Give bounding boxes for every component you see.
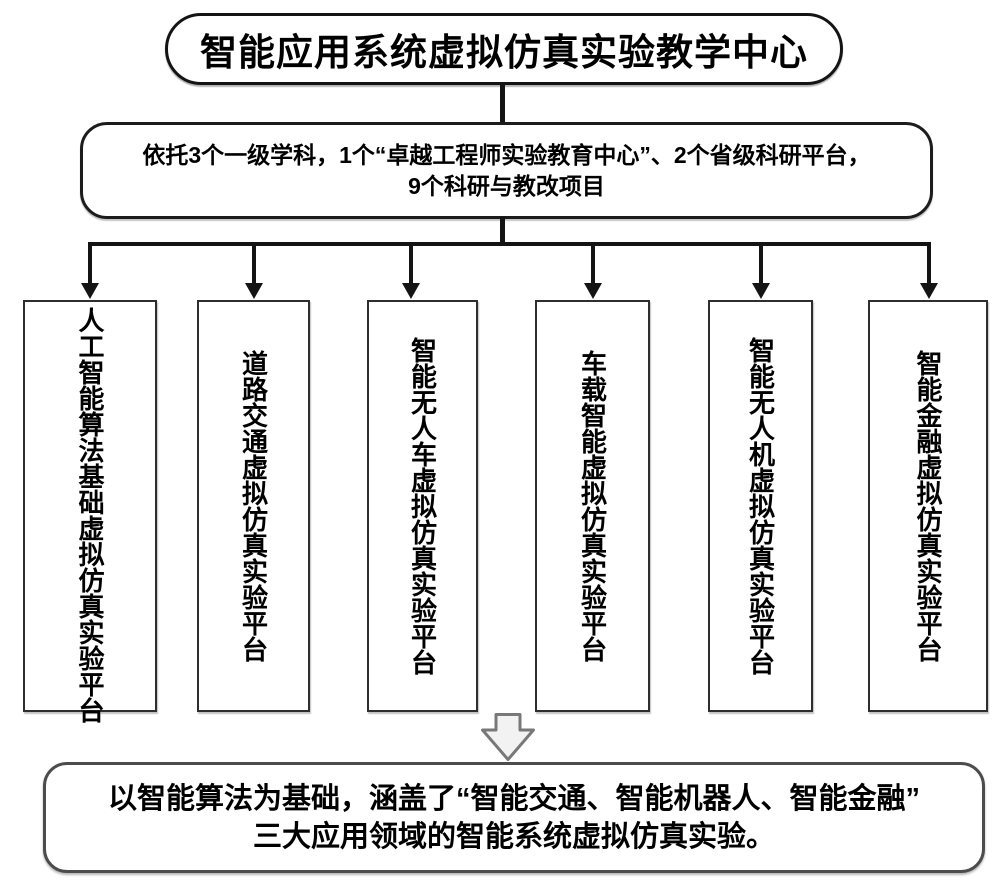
platform-label: 智能无人车虚拟仿真实验平台 — [407, 337, 438, 675]
intro-line2: 9个科研与教改项目 — [408, 172, 605, 199]
arrowhead-down-icon — [402, 283, 420, 299]
arrowhead-down-icon — [584, 283, 602, 299]
summary-line1: 以智能算法为基础，涵盖了“智能交通、智能机器人、智能金融” — [107, 782, 920, 815]
arrowhead-down-icon — [245, 283, 263, 299]
arrowhead-down-icon — [752, 283, 770, 299]
branch-drop-line — [591, 244, 595, 284]
platform-node-vehicle-intelligence: 车载智能虚拟仿真实验平台 — [535, 300, 650, 712]
platform-node-ai-algorithm: 人工智能算法基础虚拟仿真实验平台 — [23, 300, 157, 723]
summary-line2: 三大应用领域的智能系统虚拟仿真实验。 — [252, 820, 775, 853]
connector-title-to-intro — [500, 84, 505, 124]
platform-label: 道路交通虚拟仿真实验平台 — [238, 350, 269, 662]
platform-label: 人工智能算法基础虚拟仿真实验平台 — [75, 307, 105, 723]
branch-drop-line — [927, 244, 931, 284]
platform-node-uav: 智能无人机虚拟仿真实验平台 — [708, 300, 813, 712]
platform-label: 智能金融虚拟仿真实验平台 — [913, 350, 943, 662]
platform-node-road-traffic: 道路交通虚拟仿真实验平台 — [197, 300, 310, 712]
branch-drop-line — [88, 244, 92, 284]
center-title-node: 智能应用系统虚拟仿真实验教学中心 — [165, 13, 843, 85]
platform-label: 车载智能虚拟仿真实验平台 — [577, 350, 608, 662]
platform-label: 智能无人机虚拟仿真实验平台 — [745, 337, 776, 675]
branch-horizontal-line — [88, 242, 931, 246]
arrowhead-down-icon — [81, 283, 99, 299]
branch-drop-line — [759, 244, 763, 284]
arrowhead-down-icon — [920, 283, 938, 299]
branch-drop-line — [409, 244, 413, 284]
platform-node-finance: 智能金融虚拟仿真实验平台 — [868, 300, 988, 712]
intro-node: 依托3个一级学科，1个“卓越工程师实验教育中心”、2个省级科研平台， 9个科研与… — [80, 122, 933, 219]
connector-intro-to-branch — [500, 217, 505, 245]
branch-drop-line — [252, 244, 256, 284]
center-title-label: 智能应用系统虚拟仿真实验教学中心 — [200, 32, 808, 73]
platform-node-unmanned-vehicle: 智能无人车虚拟仿真实验平台 — [367, 300, 478, 712]
intro-line1: 依托3个一级学科，1个“卓越工程师实验教育中心”、2个省级科研平台， — [142, 141, 871, 168]
block-down-arrow-icon — [481, 713, 535, 761]
summary-node: 以智能算法为基础，涵盖了“智能交通、智能机器人、智能金融” 三大应用领域的智能系… — [43, 762, 985, 873]
